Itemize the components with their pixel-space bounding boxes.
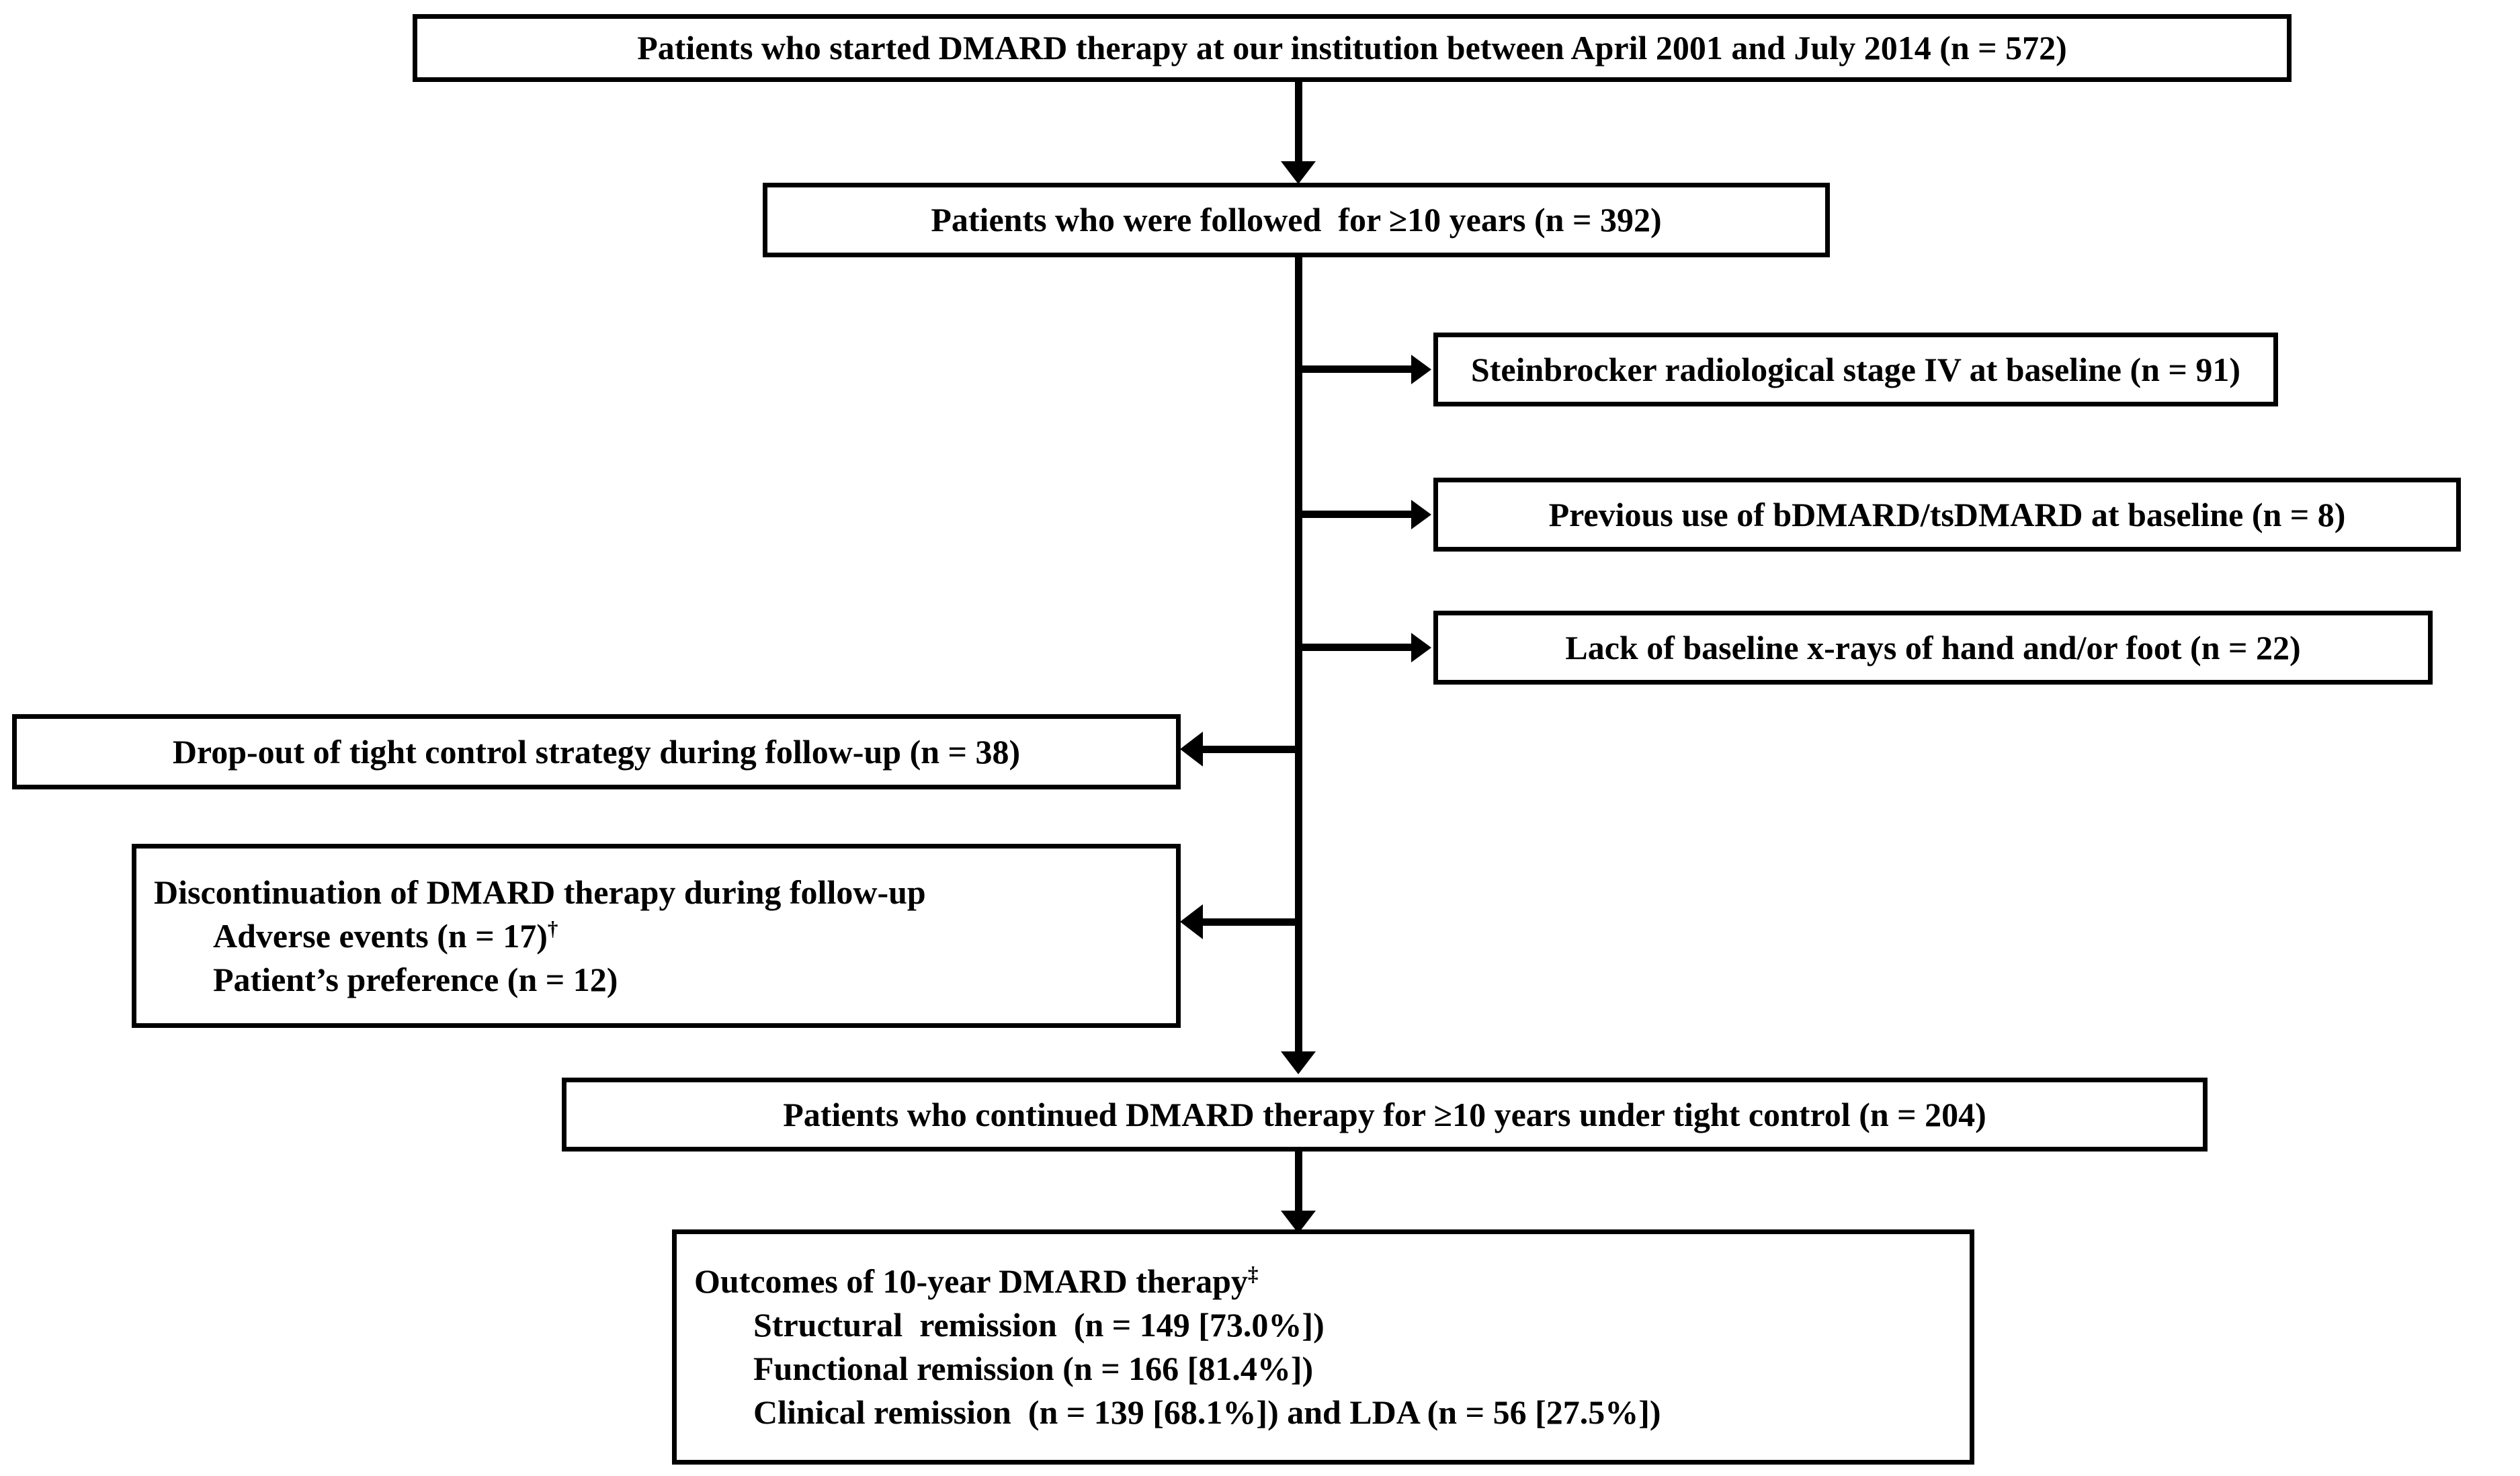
node-discontinuation-heading: Discontinuation of DMARD therapy during … — [154, 873, 926, 911]
node-enrolled-label: Patients who started DMARD therapy at ou… — [637, 29, 2067, 67]
connector-to-exclusion-2 — [1298, 511, 1415, 518]
arrowhead-exclusion-2 — [1411, 500, 1431, 529]
node-outcomes-item-1: Structural remission (n = 149 [73.0%]) — [753, 1306, 1325, 1344]
connector-enrolled-to-followed — [1295, 82, 1302, 169]
node-exclusion-3[interactable]: Lack of baseline x-rays of hand and/or f… — [1433, 611, 2433, 685]
node-followed[interactable]: Patients who were followed for ≥10 years… — [763, 183, 1830, 257]
arrowhead-discontinuation — [1180, 904, 1203, 939]
arrowhead-exclusion-1 — [1411, 355, 1431, 384]
arrowhead-enrolled-to-followed — [1281, 161, 1316, 184]
node-dropout[interactable]: Drop-out of tight control strategy durin… — [12, 714, 1181, 789]
arrowhead-exclusion-3 — [1411, 633, 1431, 662]
node-discontinuation-item-1: Adverse events (n = 17) — [213, 916, 548, 955]
arrowhead-dropout — [1180, 732, 1203, 767]
node-exclusion-2-label: Previous use of bDMARD/tsDMARD at baseli… — [1548, 495, 2346, 533]
node-discontinuation[interactable]: Discontinuation of DMARD therapy during … — [132, 844, 1181, 1028]
connector-main-spine — [1295, 257, 1302, 1057]
node-outcomes-item-3: Clinical remission (n = 139 [68.1%]) and… — [753, 1393, 1661, 1431]
node-exclusion-2[interactable]: Previous use of bDMARD/tsDMARD at baseli… — [1433, 478, 2461, 552]
connector-continued-to-outcomes — [1295, 1152, 1302, 1219]
arrowhead-spine-to-continued — [1281, 1051, 1316, 1074]
node-discontinuation-item-2: Patient’s preference (n = 12) — [213, 960, 618, 998]
node-exclusion-1-label: Steinbrocker radiological stage IV at ba… — [1470, 350, 2241, 388]
node-enrolled[interactable]: Patients who started DMARD therapy at ou… — [413, 14, 2292, 82]
double-dagger-marker: ‡ — [1247, 1262, 1259, 1286]
node-dropout-label: Drop-out of tight control strategy durin… — [172, 732, 1021, 771]
connector-to-exclusion-3 — [1298, 644, 1415, 651]
connector-to-exclusion-1 — [1298, 365, 1415, 373]
node-exclusion-3-label: Lack of baseline x-rays of hand and/or f… — [1565, 628, 2301, 666]
connector-to-discontinuation — [1203, 918, 1298, 926]
node-discontinuation-text: Discontinuation of DMARD therapy during … — [136, 827, 926, 1045]
node-exclusion-1[interactable]: Steinbrocker radiological stage IV at ba… — [1433, 333, 2278, 406]
node-outcomes-heading: Outcomes of 10-year DMARD therapy — [694, 1262, 1248, 1300]
node-continued[interactable]: Patients who continued DMARD therapy for… — [562, 1078, 2208, 1152]
dagger-marker: † — [547, 916, 558, 940]
connector-to-dropout — [1203, 746, 1298, 753]
node-followed-label: Patients who were followed for ≥10 years… — [931, 201, 1662, 239]
node-outcomes[interactable]: Outcomes of 10-year DMARD therapy‡ Struct… — [672, 1229, 1974, 1465]
node-outcomes-item-2: Functional remission (n = 166 [81.4%]) — [753, 1350, 1314, 1387]
node-continued-label: Patients who continued DMARD therapy for… — [783, 1095, 1986, 1133]
node-outcomes-text: Outcomes of 10-year DMARD therapy‡ Struct… — [677, 1216, 1661, 1476]
